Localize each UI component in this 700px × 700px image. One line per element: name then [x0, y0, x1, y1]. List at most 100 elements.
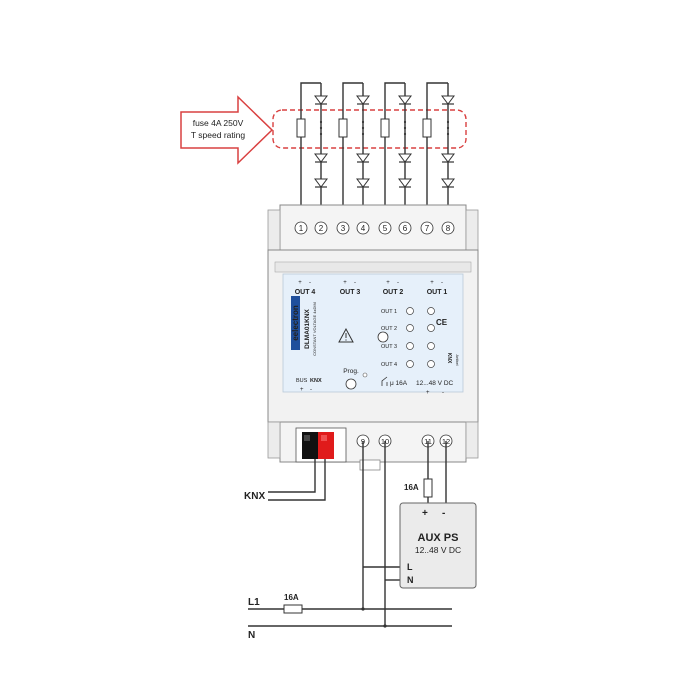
channel-button-1[interactable]	[406, 307, 414, 315]
led-string-1	[296, 82, 328, 225]
led-diode-icon	[356, 95, 370, 105]
terminal-label: 7	[425, 224, 430, 233]
supply-label: 12...48 V DC	[416, 380, 454, 387]
bus-minus: -	[310, 387, 312, 393]
model-name: DLMA01KNX	[304, 308, 311, 348]
center-indicator-circle	[377, 331, 389, 343]
led-diode-icon	[314, 95, 328, 105]
terminal-label: 4	[361, 224, 366, 233]
out-header-2: OUT 2	[383, 289, 404, 296]
knx-bus-label: KNX	[244, 491, 265, 502]
warning-icon	[338, 327, 354, 343]
led-diode-icon	[398, 153, 412, 163]
terminal-label: 5	[383, 224, 388, 233]
ps-n-label: N	[407, 575, 414, 585]
supply-plus: +	[426, 390, 430, 396]
line-fuse-label: 16A	[284, 593, 299, 602]
string-fuse	[422, 118, 432, 138]
dc-fuse	[423, 478, 433, 498]
model-sub: CONSTANT VOLTAGE 4xDIM	[312, 302, 317, 356]
label-panel	[282, 273, 464, 393]
external-wiring: KNX 16A + - AUX PS 12..48 V DC L N 16A L…	[244, 441, 477, 641]
out-header-minus: -	[441, 280, 443, 286]
out-header-plus: +	[343, 280, 347, 286]
prog-button[interactable]	[345, 378, 357, 390]
channel-led-1	[427, 307, 435, 315]
callout-arrow-shape	[180, 95, 274, 165]
terminal-2[interactable]: 2	[314, 221, 328, 235]
string-fuse	[338, 118, 348, 138]
led-string-2	[338, 82, 370, 225]
led-diode-icon	[441, 178, 455, 188]
line-l1-label: L1	[248, 597, 260, 608]
terminal-6[interactable]: 6	[398, 221, 412, 235]
ps-l-label: L	[407, 562, 413, 572]
bus-plus: +	[300, 387, 304, 393]
line-fuse	[283, 604, 303, 614]
dc-fuse-label: 16A	[404, 483, 419, 492]
terminal-label: 8	[446, 224, 451, 233]
ps-minus: -	[442, 508, 445, 519]
brand-name: eelectron	[291, 305, 300, 341]
callout-line-2: T speed rating	[191, 130, 245, 140]
aux-power-supply	[399, 502, 477, 589]
channel-button-3[interactable]	[406, 342, 414, 350]
brand-block: eelectron DLMA01KNX CONSTANT VOLTAGE 4xD…	[291, 296, 317, 356]
terminal-7[interactable]: 7	[420, 221, 434, 235]
led-diode-icon	[314, 153, 328, 163]
terminal-label: 3	[341, 224, 346, 233]
channel-label-1: OUT 1	[381, 309, 397, 315]
led-diode-icon	[398, 95, 412, 105]
out-header-plus: +	[386, 280, 390, 286]
string-fuse	[380, 118, 390, 138]
out-header-minus: -	[354, 280, 356, 286]
led-diode-icon	[314, 178, 328, 188]
led-string-4	[422, 82, 455, 225]
terminal-8[interactable]: 8	[441, 221, 455, 235]
channel-button-4[interactable]	[406, 360, 414, 368]
channel-led-3	[427, 342, 435, 350]
channel-label-4: OUT 4	[381, 362, 397, 368]
prog-led	[362, 372, 368, 378]
side-knx-mark: KNX	[446, 353, 452, 364]
terminal-label: 2	[319, 224, 324, 233]
top-terminal-block	[279, 204, 467, 251]
terminal-label: 6	[403, 224, 408, 233]
terminal-1[interactable]: 1	[294, 221, 308, 235]
out-header-4: OUT 4	[295, 289, 316, 296]
channel-led-4	[427, 360, 435, 368]
out-header-minus: -	[397, 280, 399, 286]
knx-connector[interactable]	[295, 427, 347, 463]
led-strings	[296, 82, 455, 225]
callout-line-1: fuse 4A 250V	[193, 118, 244, 128]
channel-label-2: OUT 2	[381, 326, 397, 332]
terminal-3[interactable]: 3	[336, 221, 350, 235]
ps-plus: +	[422, 508, 428, 519]
ps-voltage: 12..48 V DC	[415, 545, 461, 555]
out-header-minus: -	[309, 280, 311, 286]
led-string-3	[380, 82, 412, 225]
led-diode-icon	[398, 178, 412, 188]
bus-label: BUS	[296, 378, 308, 384]
supply-minus: -	[442, 390, 444, 396]
line-n-label: N	[248, 630, 255, 641]
out-header-plus: +	[298, 280, 302, 286]
prog-label: Prog.	[343, 368, 359, 375]
side-tag: Artikel	[455, 354, 460, 365]
channel-button-2[interactable]	[406, 324, 414, 332]
out-header-plus: +	[430, 280, 434, 286]
channel-led-2	[427, 324, 435, 332]
led-diode-icon	[441, 153, 455, 163]
bus-knx-mark: KNX	[310, 378, 322, 384]
ce-mark: CE	[436, 318, 448, 327]
terminal-5[interactable]: 5	[378, 221, 392, 235]
string-fuse	[296, 118, 306, 138]
out-header-1: OUT 1	[427, 289, 448, 296]
out-header-3: OUT 3	[340, 289, 361, 296]
ps-title: AUX PS	[418, 532, 459, 544]
led-diode-icon	[441, 95, 455, 105]
relay-symbol-icon	[381, 376, 388, 386]
terminal-4[interactable]: 4	[356, 221, 370, 235]
